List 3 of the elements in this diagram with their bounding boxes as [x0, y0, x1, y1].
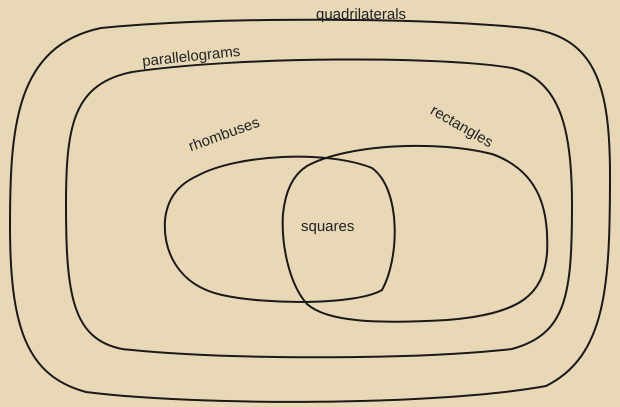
region-label: squares — [301, 218, 354, 235]
set-label: quadrilaterals — [316, 6, 406, 23]
set-label: parallelograms — [141, 42, 241, 70]
